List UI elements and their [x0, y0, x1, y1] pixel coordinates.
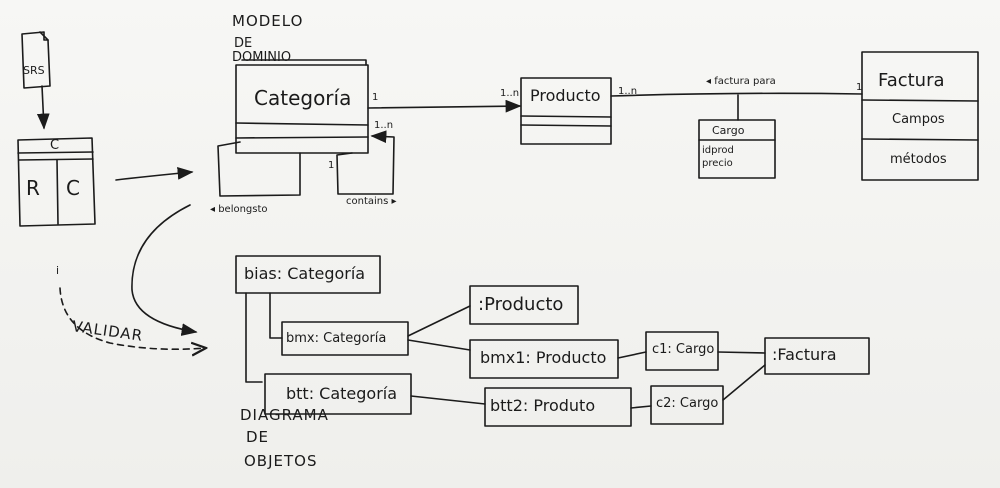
factura-metodos-label: métodos	[890, 152, 947, 167]
btt-object-shape	[264, 373, 412, 415]
crc-collaborators-label: C	[66, 176, 80, 200]
c1-object-shape	[645, 331, 719, 371]
srs-to-crc-arrow	[36, 85, 50, 130]
factura-anon-label: :Factura	[772, 345, 837, 364]
categoria-class-label: Categoría	[254, 86, 352, 110]
diagrama-title: DIAGRAMA	[240, 406, 329, 424]
cargo-attr-idprod: idprod	[702, 145, 734, 156]
factura-anon-shape	[764, 337, 870, 375]
srs-document-shape	[21, 31, 51, 89]
factura-para-label: ◂ factura para	[706, 76, 776, 87]
producto-factura-assoc	[610, 92, 863, 97]
bias-object-shape	[235, 255, 381, 294]
c1-object-label: c1: Cargo	[652, 342, 715, 357]
producto-anon-label: :Producto	[478, 294, 564, 315]
i-mark: i	[56, 264, 60, 277]
producto-class-label: Producto	[530, 86, 601, 105]
crc-responsibilities-label: R	[26, 176, 40, 200]
crc-class-label: C	[50, 138, 60, 153]
factura-class-shape	[861, 51, 979, 181]
cargo-class-shape	[698, 119, 776, 179]
mult-self-1n: 1..n	[374, 120, 394, 131]
btt-object-label: btt: Categoría	[286, 384, 398, 403]
objetos-title: OBJETOS	[244, 452, 318, 470]
belongs-to-label: ◂ belongsto	[210, 204, 268, 215]
belongs-to-loop	[217, 141, 301, 197]
contains-loop	[336, 130, 395, 195]
bmx1-object-label: bmx1: Producto	[480, 348, 607, 367]
cargo-attr-precio: precio	[702, 158, 733, 169]
cargo-class-label: Cargo	[712, 124, 745, 137]
categoria-class-shape	[235, 64, 369, 154]
dominio-title: DOMINIO	[232, 50, 292, 65]
mult-producto-1n: 1..n	[500, 88, 520, 99]
c2-object-label: c2: Cargo	[656, 396, 719, 411]
bmx1-object-shape	[469, 339, 619, 379]
srs-label: SRS	[23, 64, 45, 77]
modelo-title: MODELO	[232, 12, 304, 30]
bmx-object-label: bmx: Categoría	[286, 331, 387, 346]
categoria-producto-assoc	[367, 99, 522, 113]
de2-title: DE	[246, 428, 270, 446]
bias-bmx-link	[269, 292, 283, 339]
bias-tree-line	[245, 292, 263, 383]
de-title: DE	[234, 36, 253, 51]
mult-categoria-one: 1	[372, 92, 379, 103]
bmx-object-shape	[281, 321, 409, 356]
producto-anon-shape	[469, 285, 579, 325]
bias-object-label: bias: Categoría	[244, 264, 366, 283]
crc-to-model-arrow	[115, 166, 194, 181]
factura-class-label: Factura	[878, 70, 945, 91]
factura-campos-label: Campos	[892, 112, 945, 127]
c2-object-shape	[650, 385, 724, 425]
btt2-object-shape	[484, 387, 632, 427]
mult-self-one: 1	[328, 160, 335, 171]
crc-card-shape	[17, 137, 96, 227]
mult-producto-right: 1..n	[618, 86, 638, 97]
mult-factura-one: 1	[856, 82, 863, 93]
producto-class-shape	[520, 77, 612, 145]
contains-label: contains ▸	[346, 196, 397, 207]
btt2-object-label: btt2: Produto	[490, 396, 596, 415]
model-to-objects-curve	[131, 204, 198, 336]
validar-dashed-arrow	[59, 287, 206, 349]
